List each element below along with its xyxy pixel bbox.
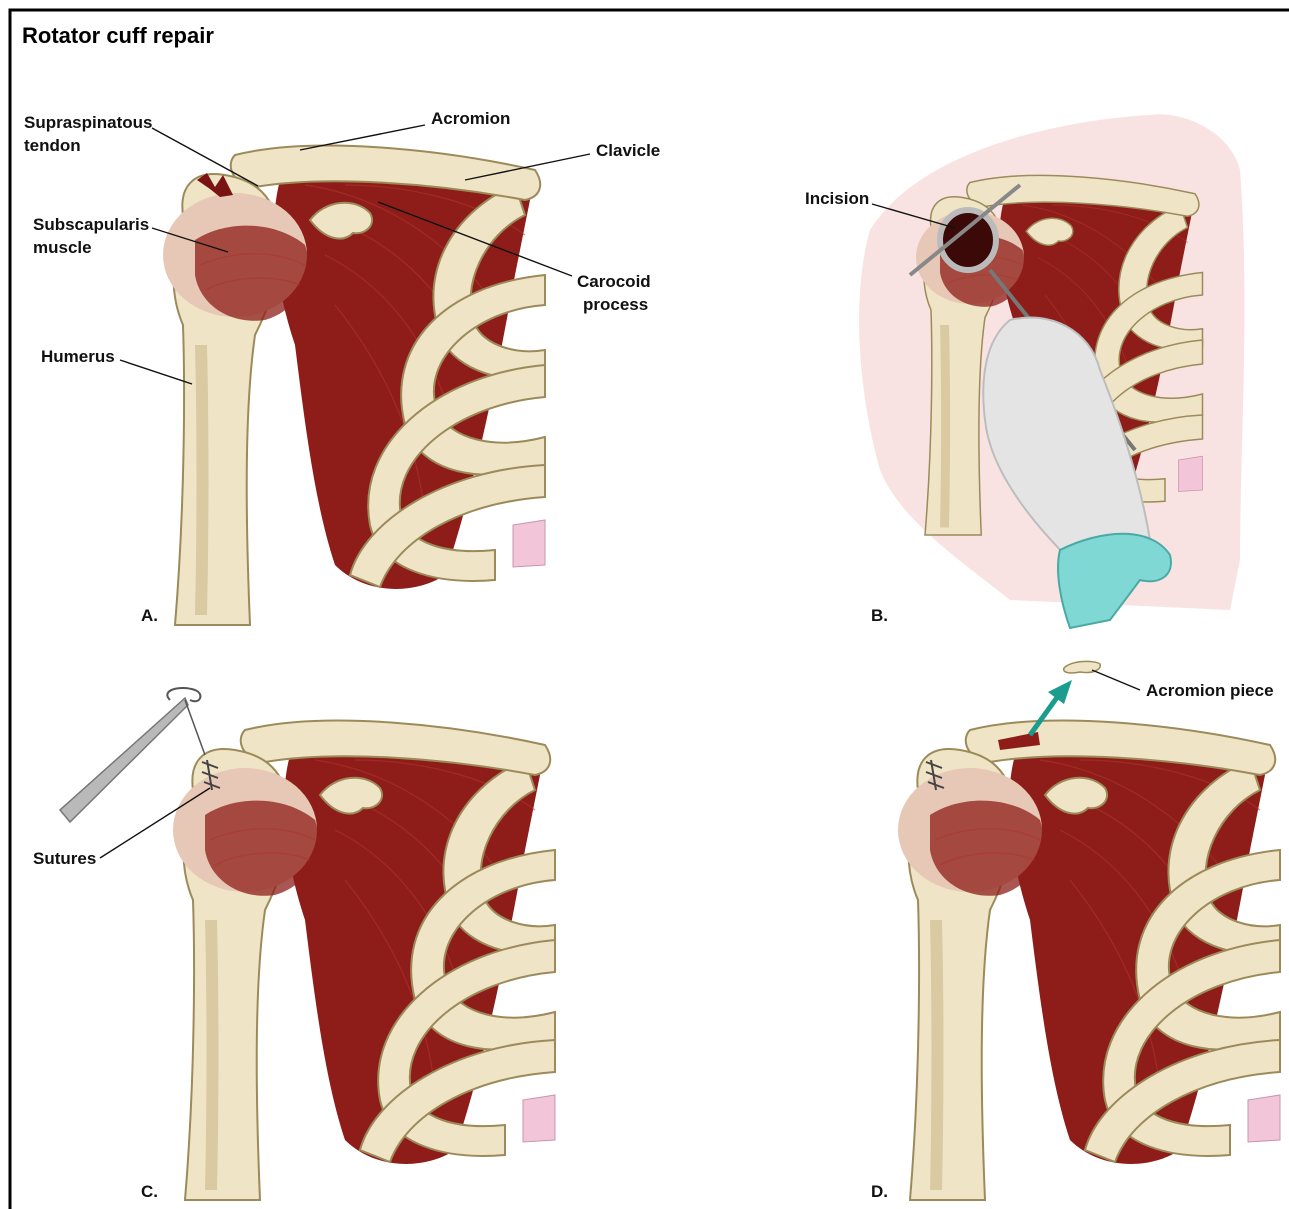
label-humerus: Humerus (41, 347, 115, 366)
panel-letter-a: A. (141, 606, 158, 625)
shoulder-anatomy-illustration (163, 146, 545, 625)
label-carocoid-line2: process (583, 295, 648, 314)
label-incision: Incision (805, 189, 869, 208)
label-sutures: Sutures (33, 849, 96, 868)
panel-letter-b: B. (871, 606, 888, 625)
panel-letter-d: D. (871, 1182, 888, 1201)
label-acromion: Acromion (431, 109, 510, 128)
incision-opening (940, 210, 996, 270)
panel-a: Supraspinatous tendon Acromion Clavicle … (24, 109, 660, 625)
shoulder-repaired-illustration (173, 721, 555, 1200)
label-subscapularis-line1: Subscapularis (33, 215, 149, 234)
glove-cuff-icon (1058, 534, 1171, 628)
panel-c: Sutures C. (33, 688, 555, 1201)
label-acromion-piece: Acromion piece (1146, 681, 1274, 700)
panel-d: Acromion piece D. (871, 661, 1280, 1201)
label-supraspinatous-line1: Supraspinatous (24, 113, 152, 132)
label-supraspinatous-line2: tendon (24, 136, 81, 155)
leader-acromion-piece (1092, 670, 1140, 690)
label-carocoid-line1: Carocoid (577, 272, 651, 291)
panel-letter-c: C. (141, 1182, 158, 1201)
figure-title: Rotator cuff repair (22, 23, 214, 48)
leader-humerus (120, 360, 192, 384)
shoulder-acromioplasty-illustration (898, 721, 1280, 1200)
label-subscapularis-line2: muscle (33, 238, 92, 257)
label-clavicle: Clavicle (596, 141, 660, 160)
panel-b: Incision B. (805, 114, 1244, 628)
